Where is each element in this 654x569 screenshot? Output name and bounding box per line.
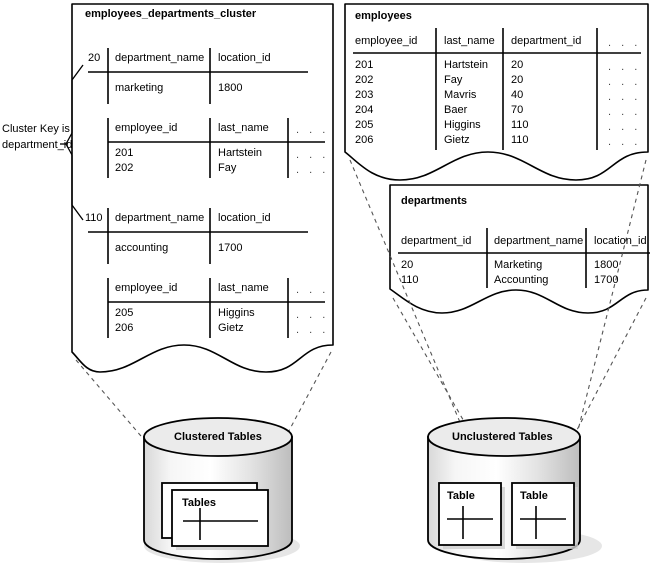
employees-box-title: employees [355,10,412,22]
cluster-g1-emp-cell-0-2: . . . [296,309,329,321]
cluster-g1-emp-cell-1-2: . . . [296,324,329,336]
cluster-key-annotation-line2: department_id [2,139,73,151]
connector-employees-left [349,159,481,471]
employees-cell-2-1: Mavris [444,89,477,101]
cluster-g1-emp-cell-0-0: 205 [115,307,134,319]
cluster-g0-emp-header-0: employee_id [115,122,178,134]
departments-cell-0-2: 1800 [594,259,619,271]
employees-table-rules [353,28,641,150]
unclustered-card-1-label: Table [447,490,475,502]
departments-box-outline [389,184,649,314]
departments-box-title: departments [401,195,468,207]
cluster-g0-emp-header-2: . . . [296,124,329,136]
employees-header-2: department_id [511,35,582,47]
cylinder-unclustered [427,417,602,563]
employees-cell-1-3: . . . [608,76,641,88]
employees-cell-5-1: Gietz [444,134,470,146]
employees-cell-0-3: . . . [608,61,641,73]
departments-cell-0-1: Marketing [494,259,543,271]
cluster-key-annotation-line1: Cluster Key is [2,123,70,135]
departments-cell-1-2: 1700 [594,274,619,286]
cluster-g0-emp-header-1: last_name [218,122,269,134]
departments-header-0: department_id [401,235,472,247]
cluster-g0-emp-cell-0-1: Hartstein [218,147,263,159]
employees-box-outline [344,3,649,181]
cluster-g1-emp-header-0: employee_id [115,282,178,294]
cluster-g0-emp-cell-0-0: 201 [115,147,134,159]
employees-cell-5-2: 110 [511,134,529,146]
clustered-cylinder-label: Clustered Tables [174,431,262,443]
cluster-g1-emp-cell-1-0: 206 [115,322,134,334]
cluster-g1-emp-cell-1-1: Gietz [218,322,244,334]
employees-header-1: last_name [444,35,495,47]
departments-cell-0-0: 20 [401,259,414,271]
cluster-g0-emp-cell-1-0: 202 [115,162,134,174]
cluster-g0-dept-cell-0-0: marketing [115,82,164,94]
departments-header-1: department_name [494,235,584,247]
cluster-group-20-rules [88,48,325,178]
cluster-g0-emp-cell-0-2: . . . [296,149,329,161]
connector-departments-left [392,297,493,471]
cluster-g1-dept-cell-0-1: 1700 [218,242,243,254]
departments-cell-1-1: Accounting [494,274,549,286]
cluster-g0-dept-header-1: location_id [218,52,271,64]
departments-header-2: location_id [594,235,647,247]
cluster-box-outline [71,3,334,373]
cluster-key-brace [60,64,84,221]
unclustered-cylinder-label: Unclustered Tables [452,431,553,443]
cluster-g0-emp-cell-1-1: Fay [218,162,237,174]
employees-cell-2-2: 40 [511,89,524,101]
unclustered-card-1 [438,482,502,546]
cluster-box-title: employees_departments_cluster [85,8,257,20]
employees-cell-3-1: Baer [444,104,468,116]
employees-cell-0-2: 20 [511,59,524,71]
employees-cell-3-0: 204 [355,104,374,116]
cluster-g1-emp-cell-0-1: Higgins [218,307,255,319]
employees-cell-4-1: Higgins [444,119,481,131]
connector-employees-right [567,159,647,471]
employees-cell-1-2: 20 [511,74,524,86]
employees-cell-4-2: 110 [511,119,529,131]
employees-cell-2-3: . . . [608,91,641,103]
employees-cell-4-0: 205 [355,119,374,131]
employees-header-0: employee_id [355,35,418,47]
cluster-g0-emp-cell-1-2: . . . [296,164,329,176]
departments-cell-1-0: 110 [401,274,419,286]
cluster-group-110-rules [88,208,325,338]
employees-cell-4-3: . . . [608,121,641,133]
cluster-g1-emp-header-1: last_name [218,282,269,294]
employees-cell-1-1: Fay [444,74,463,86]
unclustered-card-2 [511,482,575,546]
cluster-g0-dept-header-0: department_name [115,52,205,64]
employees-cell-1-0: 202 [355,74,374,86]
employees-cell-0-0: 201 [355,59,374,71]
cylinder-clustered [143,417,300,563]
cluster-g0-dept-cell-0-1: 1800 [218,82,243,94]
unclustered-card-2-label: Table [520,490,548,502]
employees-cell-3-3: . . . [608,106,641,118]
cluster-g1-dept-header-0: department_name [115,212,205,224]
employees-cell-0-1: Hartstein [444,59,489,71]
cluster-g1-dept-cell-0-0: accounting [115,242,169,254]
employees-cell-3-2: 70 [511,104,524,116]
cluster-key-value-20: 20 [88,52,101,64]
employees-cell-5-3: . . . [608,136,641,148]
clustered-card-label: Tables [182,497,217,509]
cluster-g1-dept-header-1: location_id [218,212,271,224]
clustered-card-front [171,489,269,547]
employees-cell-5-0: 206 [355,134,374,146]
connector-cluster-right [267,351,332,471]
departments-table-rules [398,228,650,288]
cluster-key-value-110: 110 [85,212,103,224]
employees-header-3: . . . [608,37,641,49]
employees-cell-2-0: 203 [355,89,374,101]
cluster-g1-emp-header-2: . . . [296,284,329,296]
